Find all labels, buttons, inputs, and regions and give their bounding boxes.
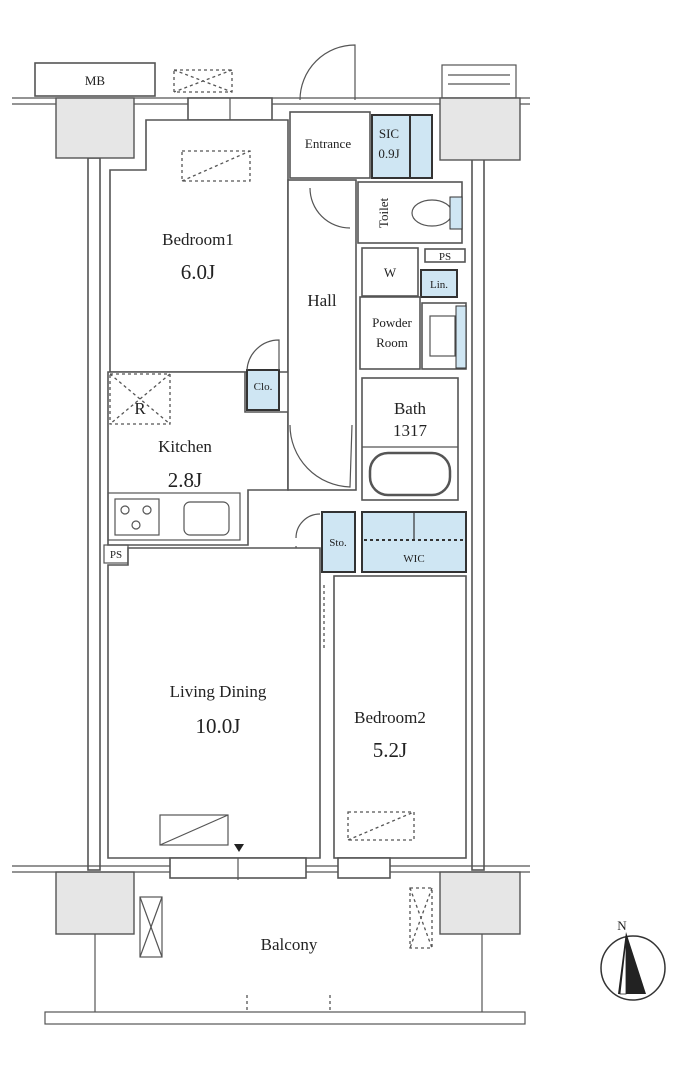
hall: Hall [287,179,357,491]
closet-label: Clo. [254,381,273,393]
right-wall [471,157,485,871]
balcony-label: Balcony [261,935,318,954]
kitchen-size: 2.8J [168,468,202,492]
closet: Clo. [246,339,280,411]
hall-label: Hall [307,291,337,310]
meter-box: MB [34,62,156,97]
living-size: 10.0J [196,714,241,738]
wic-label: WIC [403,553,424,565]
column [55,871,135,935]
bath-label: Bath [394,399,427,418]
left-wall [87,157,101,871]
kitchen-label: Kitchen [158,437,212,456]
outdoor-unit [173,69,233,93]
bedroom1: Bedroom1 6.0J [109,119,289,373]
fridge-label: R [134,399,146,418]
kitchen: R Kitchen 2.8J PS [103,371,289,564]
washer-label: W [384,265,397,280]
stove [114,498,160,536]
column [55,97,135,159]
kitchen-counter [107,492,241,541]
bedroom2-size: 5.2J [373,738,407,762]
north-compass: N [600,918,666,1001]
linen-label: Lin. [430,279,448,291]
washer-space: W [361,247,419,297]
bath-size: 1317 [393,421,428,440]
storage-label: Sto. [329,537,347,549]
ps-kitchen-label: PS [110,549,122,561]
compass-n-label: N [617,918,627,933]
shoe-closet: SIC 0.9J [371,114,433,179]
column [439,871,521,935]
entrance-door[interactable] [299,44,356,101]
sic-label: SIC [379,126,399,141]
walk-in-closet: WIC [361,511,467,573]
ps-label: PS [439,251,451,263]
toilet: Toilet [357,181,463,244]
column [439,97,521,161]
bedroom1-label: Bedroom1 [162,230,234,249]
sink [183,501,230,536]
powder-room: Powder Room [359,296,467,370]
linen-closet: Lin. [420,269,458,298]
balcony-railing [44,1011,526,1025]
powder-label-line1: Powder [372,315,412,330]
living-dining: Living Dining 10.0J [107,547,325,859]
powder-label-line2: Room [376,335,408,350]
bedroom2-label: Bedroom2 [354,708,426,727]
sic-size: 0.9J [378,146,399,161]
entrance-label: Entrance [305,136,351,151]
toilet-label: Toilet [376,198,391,229]
bedroom2: Bedroom2 5.2J [333,575,467,859]
meter-box-label: MB [85,73,106,88]
window [337,857,391,879]
living-label: Living Dining [170,682,267,701]
entrance: Entrance [289,111,371,179]
storage: Sto. [295,511,356,573]
balcony: Balcony [44,887,526,1025]
bedroom1-size: 6.0J [181,260,215,284]
bathroom: Bath 1317 [361,377,459,501]
